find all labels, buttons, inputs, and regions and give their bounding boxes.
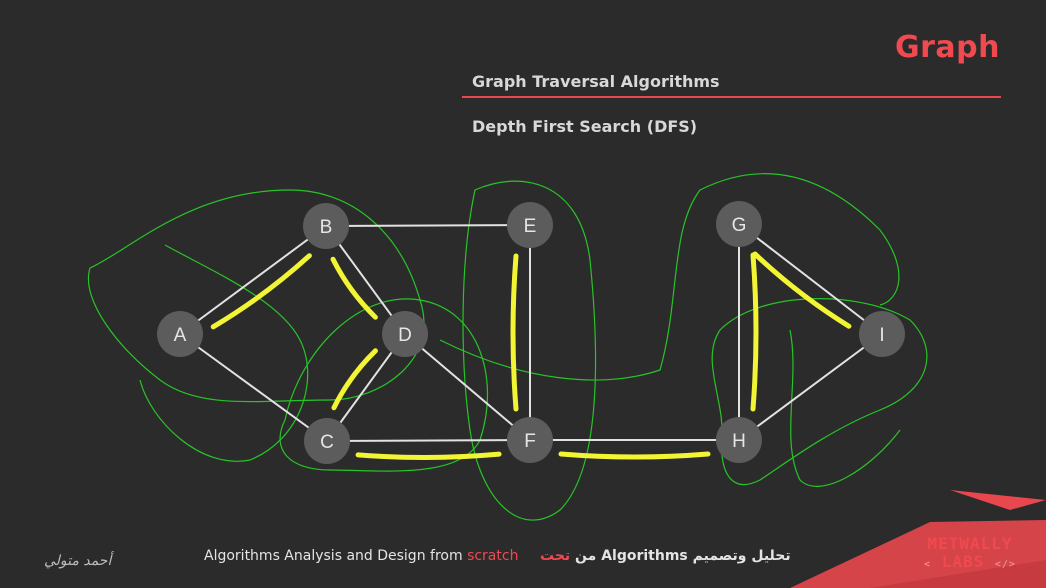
- edge-H-I: [738, 333, 883, 441]
- node-label: I: [879, 325, 884, 346]
- edge-C-F: [326, 439, 531, 442]
- node-D: D: [382, 311, 428, 357]
- node-label: D: [398, 325, 412, 346]
- dfs-path-highlights: [210, 251, 852, 460]
- handwritten-annotations: [87, 173, 928, 521]
- node-B: B: [303, 203, 349, 249]
- arabic-title-text: تحليل وتصميم: [692, 548, 791, 564]
- node-G: G: [716, 201, 762, 247]
- logo-line1: METWALLY: [927, 534, 1013, 553]
- annotation-loop-2: [139, 244, 309, 462]
- node-label: B: [320, 217, 333, 238]
- edge-G-I: [738, 223, 883, 335]
- author-signature: أحمد متولي: [44, 553, 112, 569]
- arabic-course-title: تحليل وتصميم Algorithms من تحت: [540, 548, 791, 564]
- highlight-H-G: [750, 252, 759, 412]
- annotation-loop-3: [279, 298, 489, 472]
- highlight-B-D: [330, 256, 378, 320]
- annotation-loop-4: [462, 180, 597, 521]
- annotation-loop-5: [439, 173, 900, 381]
- node-circle: [716, 201, 762, 247]
- decorative-wedges: [790, 490, 1046, 588]
- node-label: A: [174, 325, 187, 346]
- node-circle: [716, 417, 762, 463]
- node-label: C: [320, 432, 334, 453]
- edge-B-E: [325, 224, 531, 227]
- logo-line2: < LABS </>: [924, 552, 1016, 571]
- arabic-title-from: من: [575, 548, 597, 564]
- graph-nodes: A B C D E F G H I: [157, 201, 905, 464]
- logo-line2-text: LABS: [941, 552, 985, 571]
- node-circle: [859, 311, 905, 357]
- slide-subtitle: Graph Traversal Algorithms: [472, 72, 720, 91]
- highlight-E-F: [510, 253, 519, 412]
- highlight-D-C: [331, 348, 378, 411]
- course-title-accent: scratch: [467, 548, 519, 564]
- node-circle: [303, 203, 349, 249]
- graph-edges: [179, 223, 883, 442]
- section-title: Depth First Search (DFS): [472, 117, 698, 136]
- node-circle: [157, 311, 203, 357]
- node-label: F: [524, 431, 536, 452]
- course-title-text: Algorithms Analysis and Design from: [204, 548, 463, 564]
- node-C: C: [304, 418, 350, 464]
- node-circle: [304, 418, 350, 464]
- node-circle: [507, 417, 553, 463]
- logo-code-tag: </>: [994, 559, 1016, 570]
- node-label: G: [732, 215, 747, 236]
- node-I: I: [859, 311, 905, 357]
- arabic-title-keyword: Algorithms: [601, 548, 688, 564]
- node-circle: [382, 311, 428, 357]
- annotation-loop-7: [789, 329, 901, 487]
- node-F: F: [507, 417, 553, 463]
- node-circle: [507, 202, 553, 248]
- highlight-F-H: [558, 451, 711, 460]
- course-title: Algorithms Analysis and Design from scra…: [204, 548, 518, 564]
- metwally-labs-logo: METWALLY < LABS </>: [914, 535, 1026, 574]
- node-label: H: [732, 431, 746, 452]
- annotation-loop-1: [87, 189, 425, 403]
- slide-topic: Graph: [895, 30, 1000, 65]
- arabic-title-accent: تحت: [540, 548, 571, 564]
- title-divider: [462, 96, 1001, 98]
- edge-D-F: [404, 333, 531, 441]
- node-H: H: [716, 417, 762, 463]
- node-label: E: [524, 216, 537, 237]
- edge-A-C: [179, 333, 328, 442]
- node-A: A: [157, 311, 203, 357]
- edge-A-B: [179, 225, 327, 335]
- highlight-A-B: [210, 253, 312, 330]
- highlight-G-I: [752, 251, 852, 329]
- node-E: E: [507, 202, 553, 248]
- highlight-C-F: [355, 451, 502, 460]
